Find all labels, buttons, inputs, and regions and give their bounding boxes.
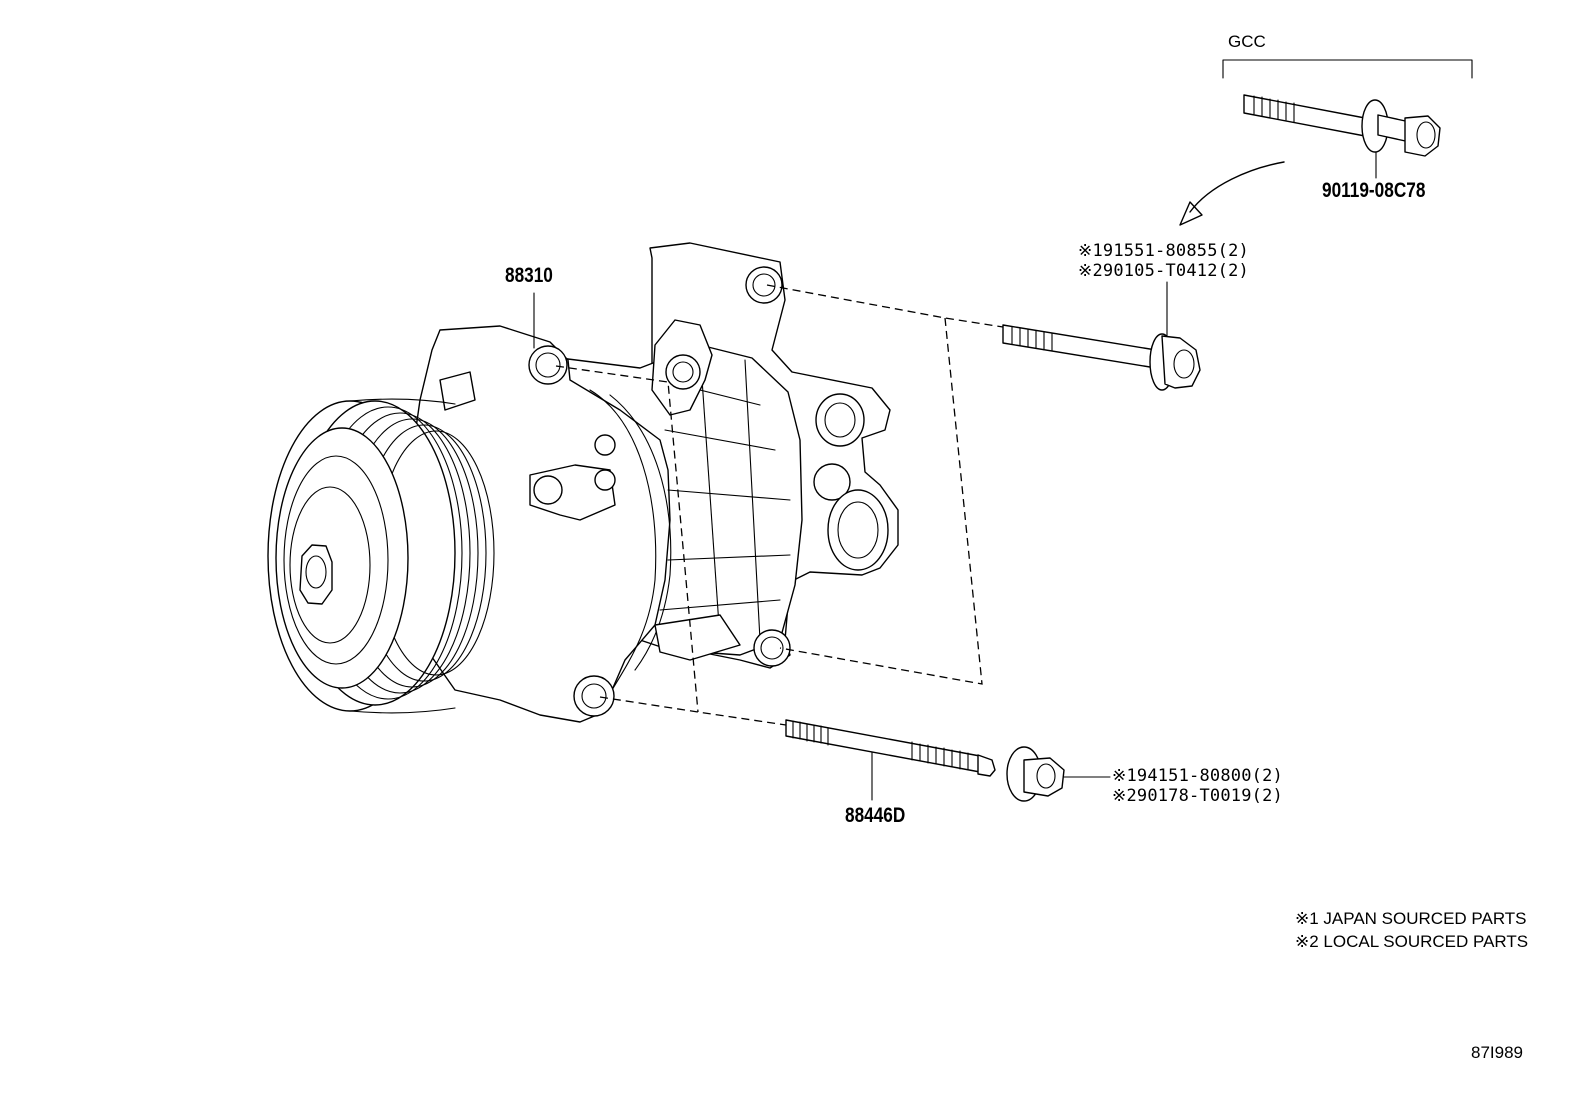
stud-bolt — [785, 719, 996, 777]
flange-bolt — [1002, 324, 1201, 391]
flange-nut — [1006, 746, 1065, 802]
gcc-bolt — [1179, 59, 1473, 226]
part-label-compressor[interactable]: 88310 — [505, 264, 553, 287]
nut-code-japan[interactable]: ※194151-80800(2) — [1112, 766, 1283, 786]
alignment-lines — [555, 284, 1004, 726]
nut-code-local[interactable]: ※290178-T0019(2) — [1112, 786, 1283, 806]
leader-lines — [533, 151, 1377, 801]
figure-id: 87I989 — [1471, 1043, 1523, 1062]
bolt-code-local[interactable]: ※290105-T0412(2) — [1078, 261, 1249, 281]
gcc-label: GCC — [1228, 32, 1266, 51]
legend-japan: ※1 JAPAN SOURCED PARTS — [1295, 909, 1527, 928]
part-label-stud-bolt[interactable]: 88446D — [845, 804, 906, 827]
part-label-gcc-bolt[interactable]: 90119-08C78 — [1322, 179, 1426, 202]
ac-compressor — [267, 242, 899, 723]
legend-local: ※2 LOCAL SOURCED PARTS — [1295, 932, 1529, 951]
bolt-code-japan[interactable]: ※191551-80855(2) — [1078, 241, 1249, 261]
